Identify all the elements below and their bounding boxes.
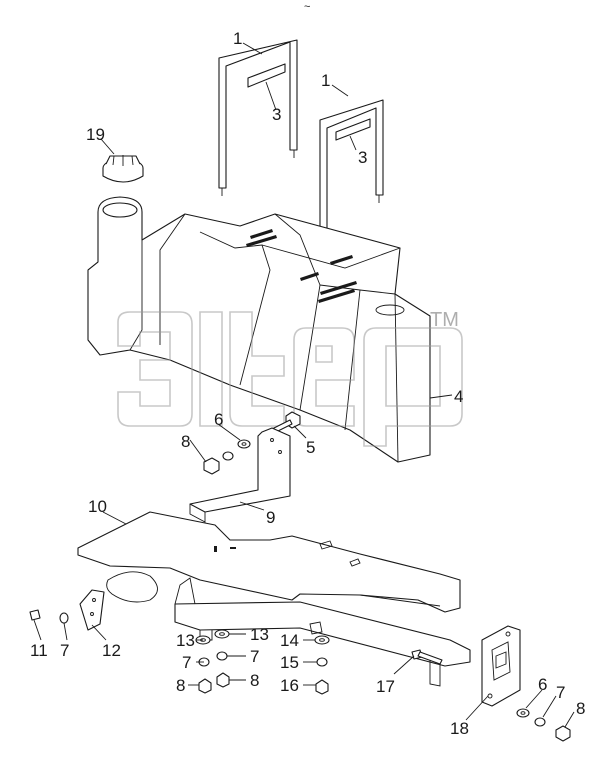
washer-7-left [59,612,69,624]
callouts: 1 3 1 3 19 4 5 6 8 9 10 11 7 12 13 13 7 … [30,29,585,738]
callout-11: 11 [30,641,48,660]
callout-14: 14 [280,631,299,650]
callout-7d: 7 [556,683,565,702]
callout-8a: 8 [181,432,190,451]
callout-8b: 8 [176,676,185,695]
bolt-11 [29,609,41,621]
callout-13b: 13 [250,625,269,644]
strap-left [218,39,298,196]
fuel-tank [87,196,431,463]
callout-1a: 1 [233,29,242,48]
callout-15: 15 [280,653,299,672]
nut-8a [203,457,220,475]
nut-8c [216,672,230,688]
callout-3b: 3 [358,148,367,167]
watermark: TM [117,309,463,447]
angle-bracket-12 [79,589,105,631]
callout-16: 16 [280,676,299,695]
lock-washer-7d [534,717,546,727]
top-mark: ~ [304,1,310,13]
lock-washer-7a [222,451,234,461]
callout-18: 18 [450,719,469,738]
callout-4: 4 [454,387,463,406]
callout-7a: 7 [60,641,69,660]
mounting-plate-10 [77,511,461,613]
nut-8b [198,678,212,694]
callout-17: 17 [376,677,395,696]
callout-19: 19 [86,125,105,144]
watermark-tm: TM [430,309,459,331]
callout-13a: 13 [176,631,195,650]
leader-lines [33,42,575,728]
callout-9: 9 [266,508,275,527]
callout-7b: 7 [182,653,191,672]
callout-6b: 6 [538,675,547,694]
filler-cap [102,155,144,183]
bracket-9 [189,427,291,523]
callout-8c: 8 [250,671,259,690]
lock-washer-7c [216,651,228,661]
callout-8d: 8 [576,699,585,718]
callout-6a: 6 [214,410,223,429]
callout-3a: 3 [272,105,281,124]
lock-washer-15 [316,657,328,667]
callout-5: 5 [306,438,315,457]
strap-right [319,99,384,236]
callout-10: 10 [88,497,107,516]
callout-12: 12 [102,641,121,660]
nut-16 [315,679,329,695]
callout-1b: 1 [321,71,330,90]
washer-6b [516,708,530,718]
callout-7c: 7 [250,647,259,666]
nut-8d [555,725,571,742]
washer-6a [237,439,251,449]
washer-13b [214,629,230,639]
bracket-18 [481,625,521,707]
washer-14 [314,635,330,645]
